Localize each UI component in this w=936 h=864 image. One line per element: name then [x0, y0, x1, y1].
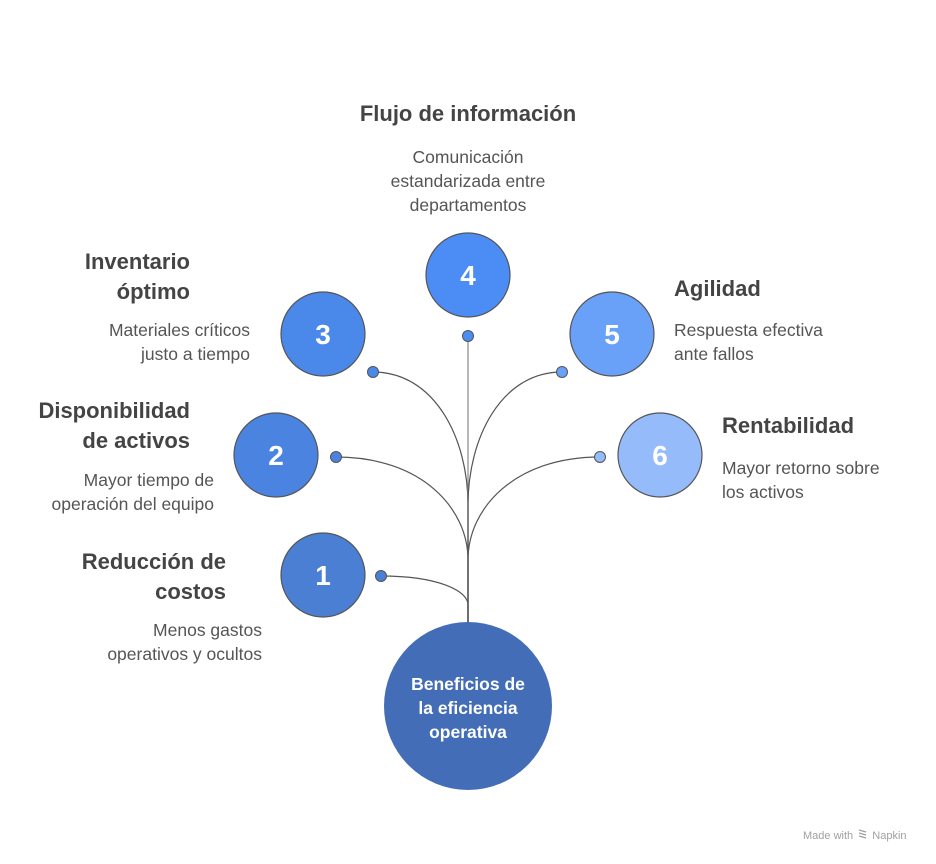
item-3-description: Materiales críticos justo a tiempo — [108, 320, 250, 364]
item-6-title: Rentabilidad — [722, 413, 855, 438]
connector-dot-3 — [367, 366, 379, 378]
item-circle-4 — [425, 232, 511, 318]
nodes: 1 2 3 4 5 6 — [233, 232, 703, 618]
connector-line-5 — [467, 371, 563, 622]
item-number-6: 6 — [652, 440, 668, 471]
napkin-brand-text: Napkin — [872, 830, 907, 842]
item-5-title: Agilidad — [674, 276, 761, 301]
item-2-title: Disponibilidad de activos — [38, 398, 190, 453]
connector-dot-5 — [556, 366, 568, 378]
hub-circle — [384, 622, 552, 790]
item-1-title: Reducción de costos — [81, 549, 226, 604]
connector-dot-2 — [330, 451, 342, 463]
connector-line-6 — [467, 456, 601, 622]
hub-label: Beneficios de la eficiencia operativa — [411, 674, 525, 742]
item-number-4: 4 — [460, 260, 476, 291]
item-5-description: Respuesta efectiva ante fallos — [674, 320, 823, 364]
item-number-3: 3 — [315, 319, 331, 350]
item-circle-5 — [569, 291, 655, 377]
item-circle-6 — [617, 412, 703, 498]
connector-line-2 — [335, 456, 469, 622]
napkin-logo-icon — [858, 829, 867, 842]
made-with-text: Made with — [803, 830, 854, 842]
footer-credit: Made with Napkin — [803, 829, 907, 842]
connector-line-1 — [380, 575, 469, 622]
item-2-description: Mayor tiempo de operación del equipo — [51, 470, 215, 514]
connector-dot-1 — [375, 570, 387, 582]
item-6-description: Mayor retorno sobre los activos — [722, 458, 880, 502]
item-4-description: Comunicación estandarizada entre departa… — [390, 147, 546, 215]
item-circle-2 — [233, 412, 319, 498]
item-3-title: Inventario óptimo — [84, 249, 190, 304]
item-1-description: Menos gastos operativos y ocultos — [107, 620, 262, 664]
connectors — [335, 336, 601, 622]
connector-dot-6 — [594, 451, 606, 463]
connector-line-3 — [372, 371, 469, 622]
connector-dot-4 — [462, 330, 474, 342]
item-number-2: 2 — [268, 440, 284, 471]
item-circle-3 — [280, 291, 366, 377]
item-number-5: 5 — [604, 319, 620, 350]
item-4-title: Flujo de información — [359, 101, 577, 126]
item-number-1: 1 — [315, 560, 331, 591]
item-circle-1 — [280, 532, 366, 618]
